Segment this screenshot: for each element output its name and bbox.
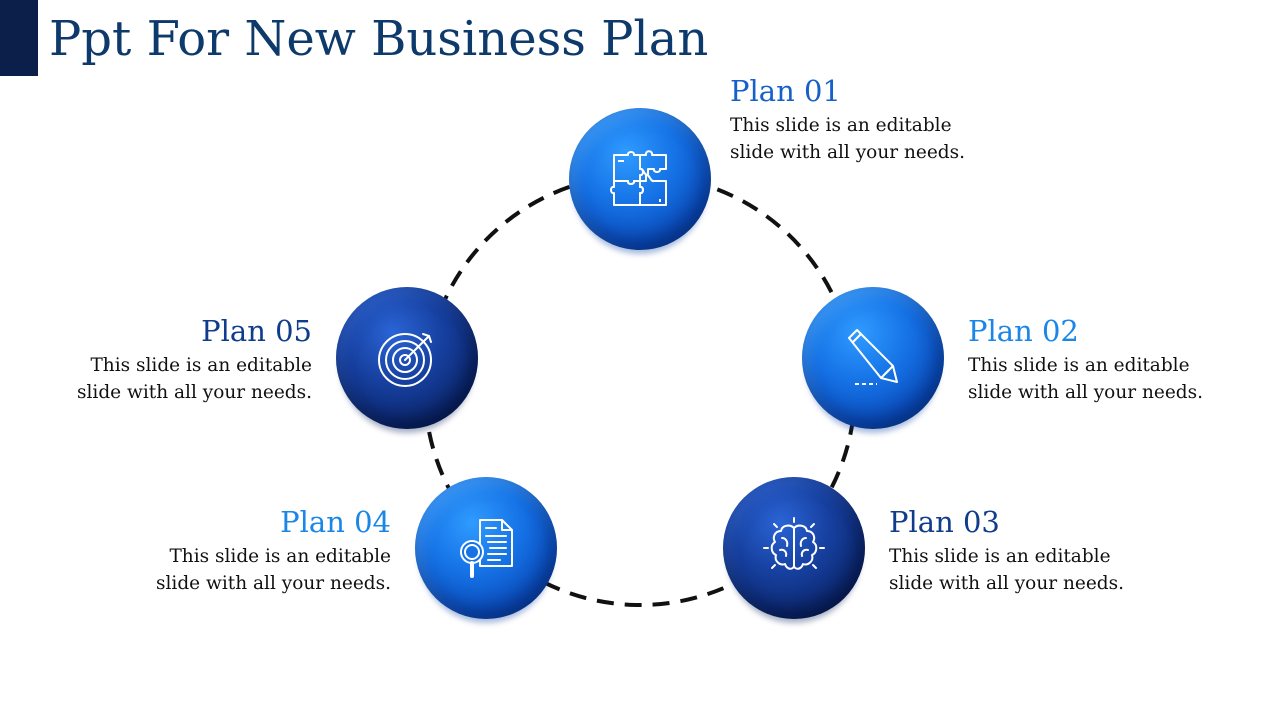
plan-03-desc-line1: This slide is an editable [889,546,1111,567]
plan-02-desc-line1: This slide is an editable [968,355,1190,376]
plan-04-desc-line2: slide with all your needs. [156,573,391,594]
plan-04-sphere [415,477,557,619]
plan-04-title: Plan 04 [280,505,391,539]
plan-02-description: This slide is an editable slide with all… [968,352,1228,406]
plan-04-description: This slide is an editable slide with all… [131,543,391,597]
plan-01-desc-line2: slide with all your needs. [730,142,965,163]
corner-accent-bar [0,0,38,76]
plan-02-sphere [802,287,944,429]
plan-05-description: This slide is an editable slide with all… [52,352,312,406]
document-search-icon [460,519,513,578]
plan-03-title: Plan 03 [889,505,1000,539]
plan-05-desc-line2: slide with all your needs. [77,382,312,403]
plan-03-sphere [723,477,865,619]
plan-02-desc-line2: slide with all your needs. [968,382,1203,403]
pencil-icon [848,329,898,385]
plan-01-desc-line1: This slide is an editable [730,115,952,136]
plan-05-title: Plan 05 [201,314,312,348]
plan-01-title: Plan 01 [730,74,841,108]
target-icon [378,333,432,387]
plan-01-description: This slide is an editable slide with all… [730,112,990,166]
plan-04-desc-line1: This slide is an editable [169,546,391,567]
plan-05-desc-line1: This slide is an editable [90,355,312,376]
plan-03-desc-line2: slide with all your needs. [889,573,1124,594]
plan-02-title: Plan 02 [968,314,1079,348]
brain-icon [763,517,825,570]
plan-01-sphere [569,108,711,250]
plan-03-description: This slide is an editable slide with all… [889,543,1149,597]
puzzle-icon [610,150,667,206]
slide-title: Ppt For New Business Plan [49,11,709,67]
plan-05-sphere [336,287,478,429]
